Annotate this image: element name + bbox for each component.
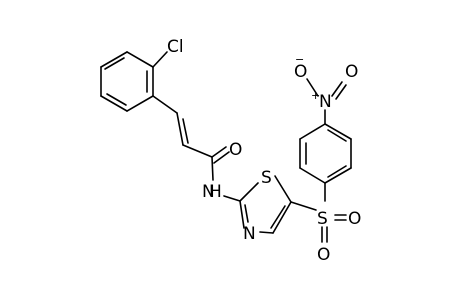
atom-sulfonyl-sulfur: S	[317, 209, 328, 229]
atom-amide-hydrogen: H	[209, 182, 222, 202]
amide-group	[211, 146, 230, 181]
atom-nitro-oxygen-left: O	[294, 62, 307, 82]
nh-thiazole-bond	[223, 195, 241, 202]
chlorophenyl-ring	[100, 51, 154, 112]
nitro-nitrogen-charge: +	[311, 89, 320, 102]
nitro-bonds	[306, 78, 347, 100]
atom-nitro-nitrogen: N	[319, 92, 332, 112]
thiazole-ring	[239, 175, 292, 234]
nitrophenyl-ring	[299, 123, 352, 184]
thiazole-sulfonyl-bond	[290, 201, 317, 211]
atom-chlorine: Cl	[167, 37, 184, 57]
atom-sulfonyl-oxygen-right: O	[348, 209, 361, 229]
nitro-oxygen-charge: −	[295, 53, 304, 66]
atom-sulfonyl-oxygen-bottom: O	[317, 245, 330, 265]
vinyl-linker	[152, 95, 213, 158]
atom-thiazole-nitrogen: N	[243, 224, 256, 244]
atom-thiazole-sulfur: S	[261, 168, 272, 188]
atom-nitro-oxygen-right: O	[345, 62, 358, 82]
atom-amide-oxygen: O	[229, 140, 242, 160]
sulfonyl-oxygens-bonds	[321, 214, 347, 243]
atom-amide-nitrogen: N	[202, 182, 215, 202]
c-cl-bond	[152, 51, 168, 68]
